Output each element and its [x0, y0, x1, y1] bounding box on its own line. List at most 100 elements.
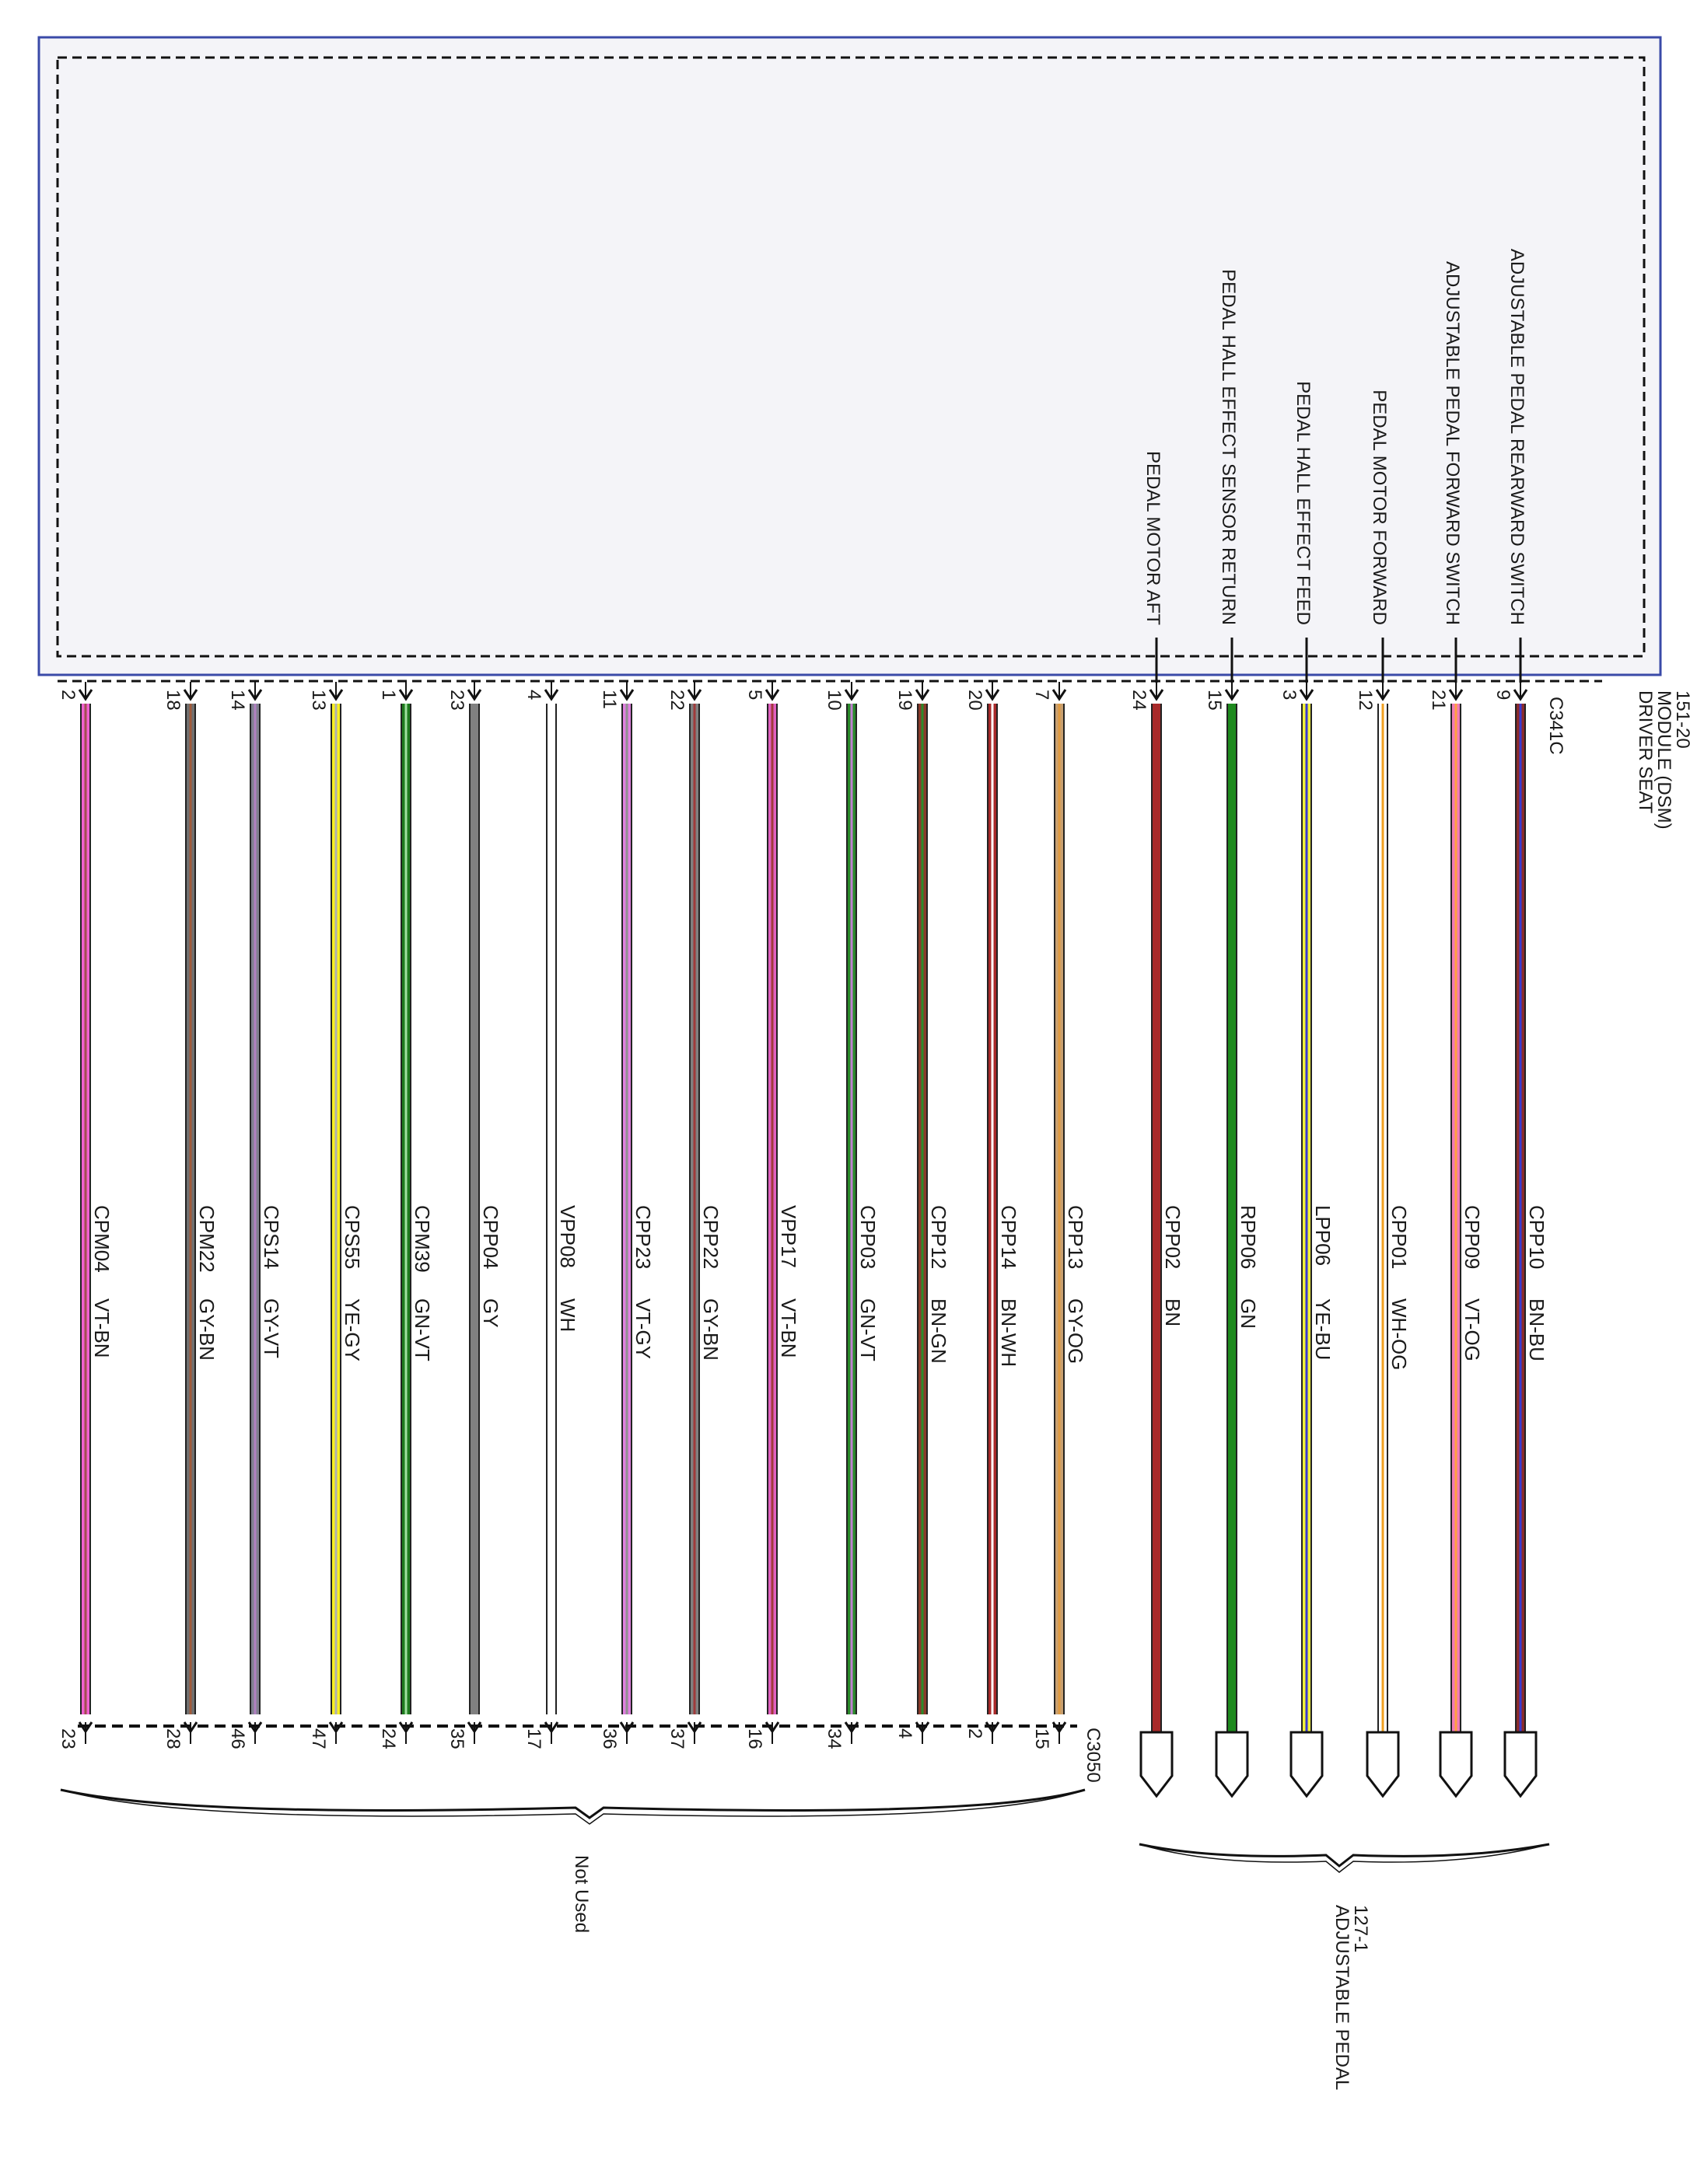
top-pin-label: 5	[744, 690, 765, 700]
top-pin-label-group: 18	[163, 690, 184, 711]
top-pin-label: 4	[523, 690, 544, 700]
top-pin-label: 9	[1492, 690, 1513, 700]
module-box	[37, 36, 1662, 676]
circuit-label: CPS55	[341, 1205, 364, 1269]
wire-stripe	[693, 704, 696, 1714]
circuit-label-group: VPP08	[556, 1205, 579, 1268]
top-pin-label-group: 12	[1355, 690, 1376, 711]
top-pin-label-group: 1	[378, 690, 399, 700]
color-code-label-group: YE-BU	[1311, 1298, 1335, 1360]
signal-21: ADJUSTABLE PEDAL FORWARD SWITCH	[1442, 261, 1463, 683]
circuit-label: CPP10	[1525, 1205, 1548, 1269]
bottom-pin-label: 4	[894, 1728, 915, 1738]
circuit-label: CPP09	[1461, 1205, 1484, 1269]
top-pin-label-group: 13	[308, 690, 329, 711]
pedal-label-line2: 127-1	[1350, 1905, 1371, 1952]
circuit-label-group: VPP17	[777, 1205, 800, 1268]
top-pin-label-group: 23	[446, 690, 467, 711]
wire-stripe	[771, 704, 774, 1714]
color-code-label: BN-GN	[927, 1298, 950, 1364]
top-pin-label-group: 21	[1428, 690, 1449, 711]
not-used-label-group: Not Used	[571, 1855, 592, 1933]
color-code-label-group: VT-GY	[632, 1298, 655, 1359]
color-code-label-group: GY-BN	[699, 1298, 723, 1361]
circuit-label-group: RPP06	[1237, 1205, 1260, 1269]
top-pin-label: 13	[308, 690, 329, 711]
bottom-pin-label: 28	[163, 1728, 184, 1749]
circuit-label-group: CPP09	[1461, 1205, 1484, 1269]
top-pin-label-group: 3	[1279, 690, 1300, 700]
color-code-label: GY-VT	[260, 1298, 283, 1358]
wire-main-color	[548, 704, 555, 1714]
circuit-label-group: CPS14	[260, 1205, 283, 1269]
not-used-brace-inner	[60, 1789, 1086, 1825]
wire-stripe	[991, 704, 994, 1714]
pedal-connector-pin	[1439, 1731, 1473, 1798]
color-code-label: VT-OG	[1461, 1298, 1484, 1361]
top-pin-label: 11	[599, 690, 620, 709]
circuit-label-group: CPP01	[1387, 1205, 1411, 1269]
wire-stripe	[334, 704, 338, 1714]
wire-stripe	[625, 704, 628, 1714]
bottom-pin-label-group: 28	[163, 1728, 184, 1749]
module-name-line2: MODULE (DSM)	[1653, 690, 1674, 830]
top-pin-label-group: 19	[894, 690, 915, 711]
wire-stripe	[1454, 704, 1457, 1732]
bottom-pin-label-group: 23	[58, 1728, 79, 1749]
top-pin-label-group: 15	[1204, 690, 1225, 711]
top-pin-label: 21	[1428, 690, 1449, 711]
module-label: DRIVER SEAT MODULE (DSM) 151-20	[1635, 690, 1690, 830]
bottom-pin-label: 17	[523, 1728, 544, 1749]
color-code-label: GY-OG	[1064, 1298, 1087, 1364]
bottom-pin-label-group: 37	[667, 1728, 688, 1749]
circuit-label: CPP13	[1064, 1205, 1087, 1269]
bottom-pin-label-group: 47	[308, 1728, 329, 1749]
top-pin-label: 24	[1128, 690, 1149, 711]
circuit-label: VPP08	[556, 1205, 579, 1268]
bottom-pin-label: 2	[964, 1728, 985, 1738]
circuit-label-group: CPS55	[341, 1205, 364, 1269]
bottom-pin-label-group: 2	[964, 1728, 985, 1738]
wire-stripe	[189, 704, 192, 1714]
wire-stripe	[850, 704, 853, 1714]
color-code-label: VT-BN	[90, 1298, 114, 1358]
color-code-label-group: GN	[1237, 1298, 1260, 1329]
bottom-pin-label-group: 36	[599, 1728, 620, 1749]
bottom-pin-label: 35	[446, 1728, 467, 1749]
top-pin-label: 22	[667, 690, 688, 711]
pedal-connector-pin	[1503, 1731, 1538, 1798]
wire-stripe	[1519, 704, 1522, 1732]
circuit-label: LPP06	[1311, 1205, 1335, 1266]
pedal-label-group: ADJUSTABLE PEDAL 127-1	[1331, 1905, 1371, 2090]
bottom-pin-label: 24	[378, 1728, 399, 1749]
color-code-label: VT-GY	[632, 1298, 655, 1359]
wire-stripe	[404, 704, 408, 1714]
circuit-label-group: CPP14	[997, 1205, 1020, 1269]
color-code-label: YE-BU	[1311, 1298, 1335, 1360]
bottom-pin-label-group: 16	[744, 1728, 765, 1749]
module-inner-boundary	[56, 56, 1646, 658]
color-code-label-group: GY-BN	[195, 1298, 219, 1361]
color-code-label-group: BN-BU	[1525, 1298, 1548, 1361]
